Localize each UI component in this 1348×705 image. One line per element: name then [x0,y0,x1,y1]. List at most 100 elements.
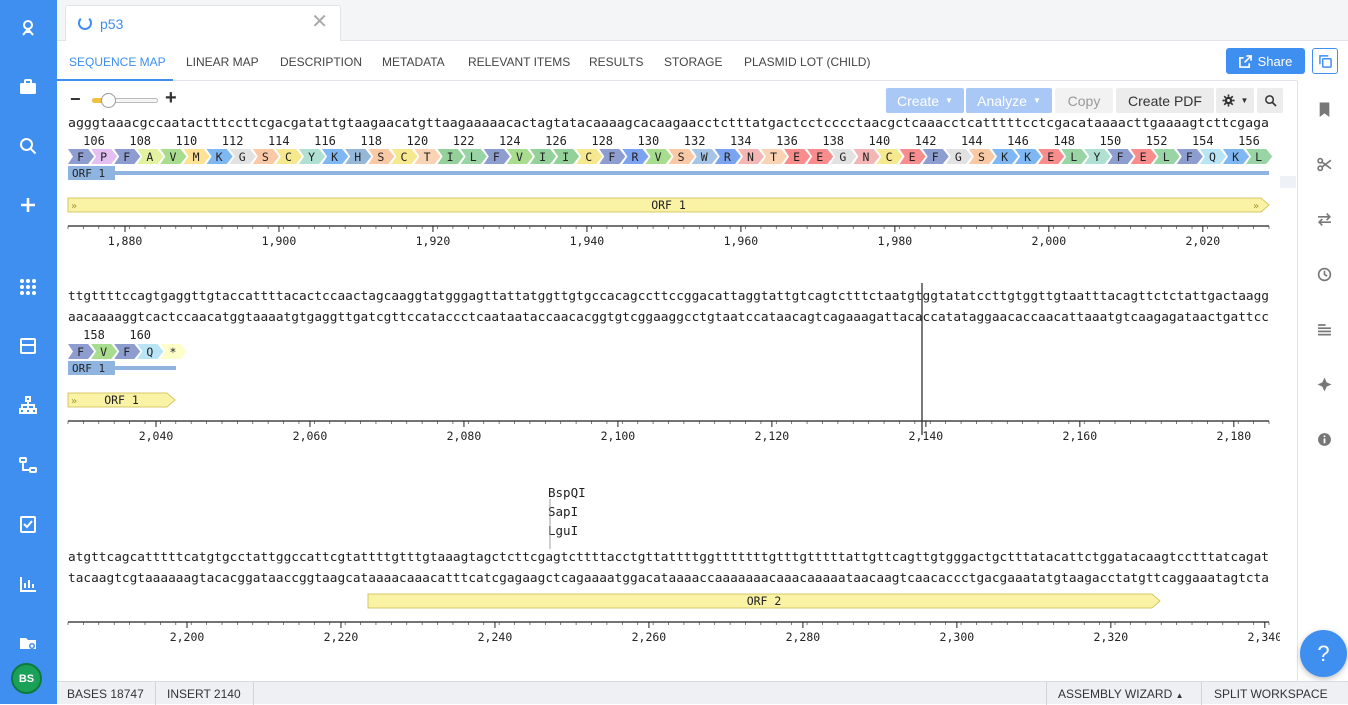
history-icon[interactable] [1315,265,1333,283]
tab-metadata[interactable]: METADATA [382,55,445,69]
amino-acid-block [137,344,164,359]
aa-position-number: 122 [453,134,475,148]
amino-acid-block [599,149,626,164]
apps-grid-icon[interactable] [14,273,42,301]
zoom-slider-fill [92,98,106,103]
amino-acid-block [714,149,741,164]
create-dropdown-button[interactable]: Create▼ [886,88,964,113]
duplicate-window-button[interactable] [1312,48,1338,74]
assembly-icon[interactable] [1315,375,1333,393]
amino-acid-letter: S [978,150,985,164]
amino-acid-letter: L [1255,150,1262,164]
amino-acid-letter: S [678,150,685,164]
aa-position-number: 154 [1192,134,1214,148]
amino-acid-block [322,149,349,164]
briefcase-icon[interactable] [14,73,42,101]
sequence-map-canvas[interactable]: agggtaaacgccaatactttccttcgacgatattgtaaga… [57,113,1280,681]
amino-acid-letter: V [655,150,662,164]
workflow-icon[interactable] [14,451,42,479]
amino-acid-letter: K [1001,150,1008,164]
aa-position-number: 134 [730,134,752,148]
amino-acid-letter: Q [146,345,153,359]
zoom-in-button[interactable]: + [165,87,177,109]
amino-acid-block [737,149,764,164]
amino-acid-block [414,149,441,164]
tab-storage[interactable]: STORAGE [664,55,723,69]
help-button[interactable]: ? [1300,630,1347,677]
amino-acid-block [622,149,649,164]
document-tab[interactable]: p53 ✕ [65,5,341,41]
bar-chart-icon[interactable] [14,570,42,598]
ruler-tick-label: 1,960 [724,234,759,248]
folder-settings-icon[interactable] [14,629,42,657]
share-button[interactable]: Share [1226,48,1305,74]
tab-description[interactable]: DESCRIPTION [280,55,363,69]
orf1-feature-bar[interactable] [67,392,176,408]
sequence-search-button[interactable] [1257,88,1283,113]
amino-acid-letter: G [839,150,846,164]
orf-track [115,366,176,370]
amino-acid-block [91,149,118,164]
search-icon[interactable] [14,132,42,160]
inventory-icon[interactable] [14,332,42,360]
orf1-feature-bar[interactable] [67,197,1270,213]
orf2-feature-bar[interactable] [367,593,1161,609]
aa-position-number: 116 [314,134,336,148]
tab-linear-map[interactable]: LINEAR MAP [186,55,259,69]
amino-acid-block [784,149,811,164]
aa-position-number: 118 [360,134,382,148]
orf-tag-label: ORF 1 [72,167,105,180]
orf-tag[interactable] [68,166,115,180]
amino-acid-block [645,149,672,164]
ruler-tick-label: 2,120 [755,429,790,443]
scissors-icon[interactable] [1315,155,1333,173]
zoom-slider-handle[interactable] [101,93,116,108]
amino-acid-letter: F [493,150,500,164]
amino-acid-letter: F [1117,150,1124,164]
tab-sequence-map[interactable]: SEQUENCE MAP [69,55,166,69]
search-icon [1264,95,1277,107]
user-avatar[interactable]: BS [11,663,42,694]
tab-plasmid-lot[interactable]: PLASMID LOT (CHILD) [744,55,871,69]
benchling-logo-icon[interactable] [14,14,42,42]
scrollbar-thumb[interactable] [1280,176,1296,188]
sequence-map-svg: agggtaaacgccaatactttccttcgacgatattgtaaga… [67,115,1280,644]
plus-icon[interactable] [14,191,42,219]
bottom-strand-sequence: tacaagtcgtaaaaaagtacacggataaccggtaagcata… [68,570,1269,585]
amino-acid-letter: C [400,150,407,164]
close-icon[interactable]: ✕ [311,11,328,33]
amino-acid-letter: V [169,150,176,164]
feature-continue-icon: » [1253,201,1259,212]
share-label: Share [1257,53,1293,69]
copy-button[interactable]: Copy [1055,88,1113,113]
split-workspace-button[interactable]: SPLIT WORKSPACE [1214,687,1328,701]
create-pdf-button[interactable]: Create PDF [1116,88,1214,113]
settings-dropdown-button[interactable]: ▼ [1216,88,1254,113]
view-tabs: SEQUENCE MAP LINEAR MAP DESCRIPTION META… [57,41,1297,81]
aa-position-number: 144 [961,134,983,148]
swap-arrows-icon[interactable] [1315,210,1333,228]
analyze-dropdown-button[interactable]: Analyze▼ [966,88,1052,113]
top-strand-sequence: ttgttttccagtgaggttgtaccattttacactccaacta… [68,288,1269,303]
info-icon[interactable] [1315,430,1333,448]
left-sidebar: BS [0,0,57,704]
checklist-icon[interactable] [14,510,42,538]
orf-tag[interactable] [68,361,115,375]
assembly-wizard-button[interactable]: ASSEMBLY WIZARD ▲ [1058,687,1184,701]
zoom-out-button[interactable]: − [70,89,81,109]
feature-continue-icon: » [71,201,77,212]
align-lines-icon[interactable] [1315,320,1333,338]
hierarchy-icon[interactable] [14,391,42,419]
tab-results[interactable]: RESULTS [589,55,644,69]
amino-acid-letter: F [77,150,84,164]
amino-acid-block [391,149,418,164]
bookmark-icon[interactable] [1315,100,1333,118]
amino-acid-letter: V [516,150,523,164]
amino-acid-block [876,149,903,164]
amino-acid-block [992,149,1019,164]
ruler-tick-label: 2,280 [786,630,821,644]
aa-position-number: 132 [684,134,706,148]
aa-position-number: 152 [1146,134,1168,148]
amino-acid-block [1038,149,1065,164]
tab-relevant-items[interactable]: RELEVANT ITEMS [468,55,571,69]
